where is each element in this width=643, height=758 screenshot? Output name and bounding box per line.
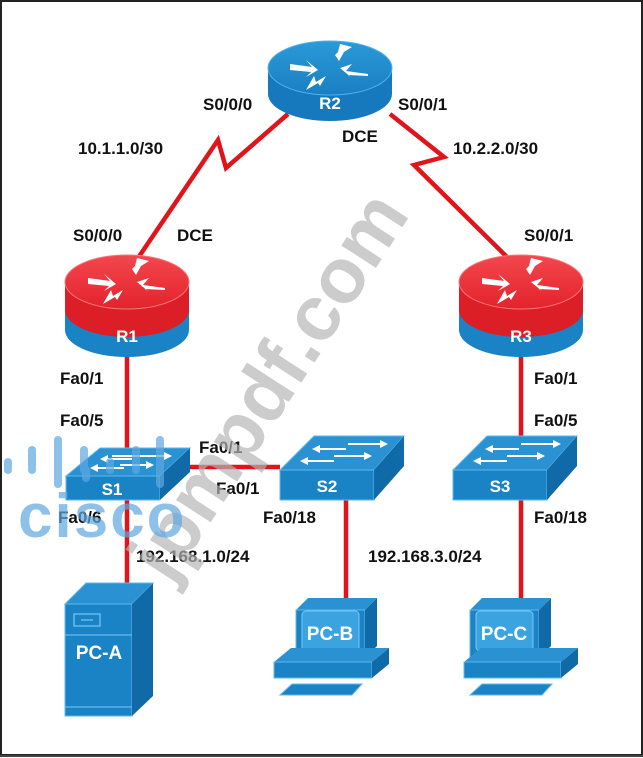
router-r3[interactable]: R3 <box>458 254 584 357</box>
pc-c-label: PC-C <box>481 624 528 645</box>
label-lan3: 192.168.3.0/24 <box>368 547 482 566</box>
switch-s2[interactable]: S2 <box>278 435 406 501</box>
label-s2-fa01: Fa0/1 <box>216 479 259 498</box>
label-r3-fa01: Fa0/1 <box>534 369 577 388</box>
s3-label: S3 <box>490 477 511 496</box>
label-r2-dce: DCE <box>342 127 378 146</box>
router-arrows-icon <box>290 44 368 90</box>
label-r1-fa01: Fa0/1 <box>60 369 103 388</box>
keyboard-icon <box>278 683 364 696</box>
r1-label: R1 <box>116 327 138 346</box>
links <box>124 112 524 598</box>
r2-label: R2 <box>319 94 341 113</box>
pc-b[interactable]: PC-B <box>273 598 389 696</box>
keyboard-icon <box>468 683 554 696</box>
label-net-r2-r3: 10.2.2.0/30 <box>453 139 538 158</box>
pc-c[interactable]: PC-C <box>463 598 578 696</box>
cisco-bars-icon <box>4 436 164 488</box>
switch-arrows-icon <box>473 440 561 465</box>
r3-label: R3 <box>510 327 532 346</box>
label-net-r1-r2: 10.1.1.0/30 <box>78 139 163 158</box>
label-s2-fa018: Fa0/18 <box>263 508 316 527</box>
label-s3-fa05: Fa0/5 <box>534 411 577 430</box>
label-r1-s000: S0/0/0 <box>73 226 122 245</box>
switch-s3[interactable]: S3 <box>451 435 579 501</box>
label-s1-fa01: Fa0/1 <box>199 438 242 457</box>
router-arrows-icon <box>482 258 559 304</box>
s1-label: S1 <box>102 480 123 499</box>
label-s1-fa05: Fa0/5 <box>60 411 103 430</box>
switch-arrows-icon <box>300 440 388 465</box>
router-arrows-icon <box>88 258 165 304</box>
serial-link-r2-r3 <box>388 112 512 262</box>
pc-a-label: PC-A <box>76 643 123 664</box>
label-lan1: 192.168.1.0/24 <box>136 547 250 566</box>
pc-a[interactable]: PC-A <box>63 582 155 717</box>
cisco-logo-watermark: cisco <box>4 436 187 551</box>
s2-label: S2 <box>317 477 338 496</box>
labels: S0/0/0 S0/0/1 DCE 10.1.1.0/30 10.2.2.0/3… <box>58 95 587 566</box>
cisco-logo-text: cisco <box>18 482 187 551</box>
drive-bay-icon <box>73 613 101 627</box>
label-r2-s001: S0/0/1 <box>398 95 447 114</box>
label-r3-s001: S0/0/1 <box>524 226 573 245</box>
serial-link-r1-r2 <box>136 112 290 260</box>
router-r2[interactable]: R2 <box>267 40 393 121</box>
pc-b-label: PC-B <box>307 624 353 645</box>
label-s3-fa018: Fa0/18 <box>534 508 587 527</box>
label-s1-fa06: Fa0/6 <box>58 508 101 527</box>
label-r2-s000: S0/0/0 <box>203 95 252 114</box>
label-r1-dce: DCE <box>177 226 213 245</box>
router-r1[interactable]: R1 <box>64 254 190 357</box>
